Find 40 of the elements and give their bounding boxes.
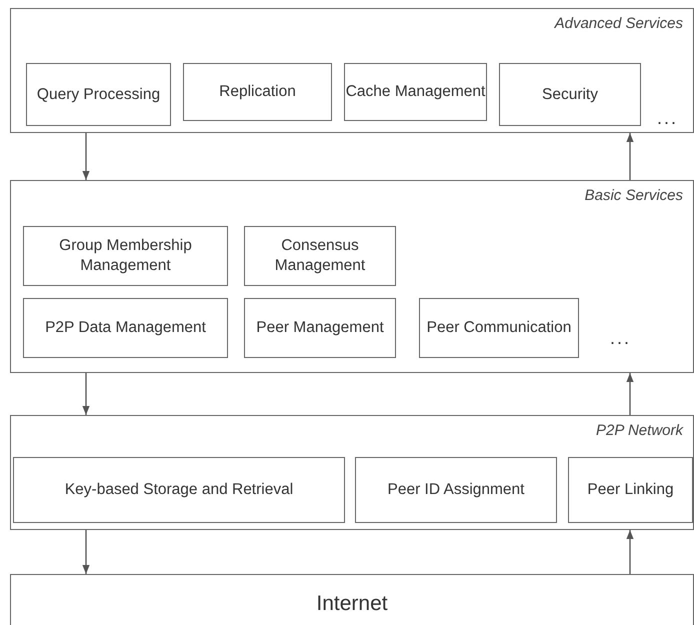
arrow (626, 133, 634, 180)
layer-title: P2P Network (596, 422, 683, 439)
layer-title: Internet (316, 592, 388, 616)
service-label: Query Processing (36, 84, 160, 104)
service-label: Peer Management (256, 318, 384, 338)
ellipsis: ... (657, 108, 678, 129)
service-box (344, 63, 487, 121)
layer-panel (10, 180, 694, 373)
layer-panel (10, 415, 694, 530)
arrow (626, 530, 634, 574)
service-box (183, 63, 332, 121)
service-box (355, 457, 557, 523)
service-box (23, 298, 228, 358)
service-box (568, 457, 693, 523)
layer-panel (10, 574, 694, 625)
service-box (244, 226, 396, 286)
service-label: Group Membership Management (58, 236, 193, 276)
arrow (82, 133, 90, 180)
arrow (82, 373, 90, 415)
service-label: Peer Linking (587, 480, 674, 500)
service-label: Replication (219, 82, 296, 102)
service-box (244, 298, 396, 358)
service-box (26, 63, 171, 126)
layer-panel (10, 8, 694, 133)
service-label: Security (542, 84, 598, 104)
service-label: Cache Management (346, 82, 486, 102)
layer-title: Advanced Services (554, 15, 683, 32)
service-box (499, 63, 641, 126)
service-label: Consensus Management (274, 236, 366, 276)
service-label: Peer Communication (426, 318, 572, 338)
arrow (82, 530, 90, 574)
service-label: Peer ID Assignment (388, 480, 524, 500)
service-box (13, 457, 345, 523)
service-box (23, 226, 228, 286)
service-box (419, 298, 579, 358)
service-label: P2P Data Management (45, 318, 206, 338)
arrow (626, 373, 634, 415)
ellipsis: ... (610, 328, 632, 349)
service-label: Key-based Storage and Retrieval (64, 480, 294, 500)
layer-title: Basic Services (584, 187, 683, 204)
